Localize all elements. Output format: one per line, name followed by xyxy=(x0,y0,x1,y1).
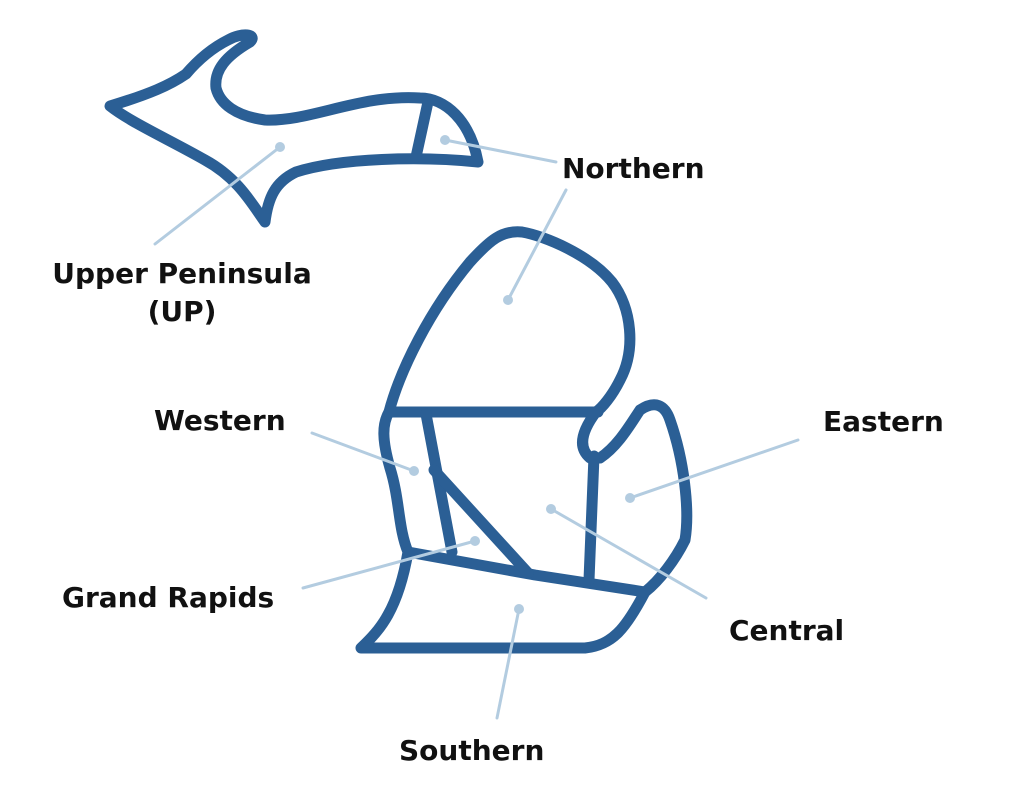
label-upper-peninsula-line2: (UP) xyxy=(147,295,217,328)
leader-eastern xyxy=(625,438,800,503)
southern-divider xyxy=(402,546,651,598)
label-grand-rapids: Grand Rapids xyxy=(62,581,275,614)
label-upper-peninsula: Upper Peninsula (UP) xyxy=(46,255,318,331)
grand-rapids-divider xyxy=(428,464,534,579)
leader-northern-lp xyxy=(503,188,568,305)
label-southern: Southern xyxy=(399,734,545,767)
up-northern-divider xyxy=(410,96,434,163)
leader-central xyxy=(546,504,708,600)
label-western: Western xyxy=(154,404,286,437)
central-eastern-divider xyxy=(583,450,600,586)
lower-peninsula-outline xyxy=(355,226,693,654)
upper-peninsula-outline xyxy=(104,29,484,228)
leader-grand-rapids xyxy=(301,536,480,590)
leader-northern-up xyxy=(440,135,558,164)
label-upper-peninsula-line1: Upper Peninsula xyxy=(52,257,312,290)
leader-upper-peninsula xyxy=(153,142,285,246)
label-eastern: Eastern xyxy=(823,405,944,438)
leader-western xyxy=(310,431,419,476)
leader-southern xyxy=(495,604,524,720)
label-central: Central xyxy=(729,614,845,647)
label-northern: Northern xyxy=(562,152,705,185)
